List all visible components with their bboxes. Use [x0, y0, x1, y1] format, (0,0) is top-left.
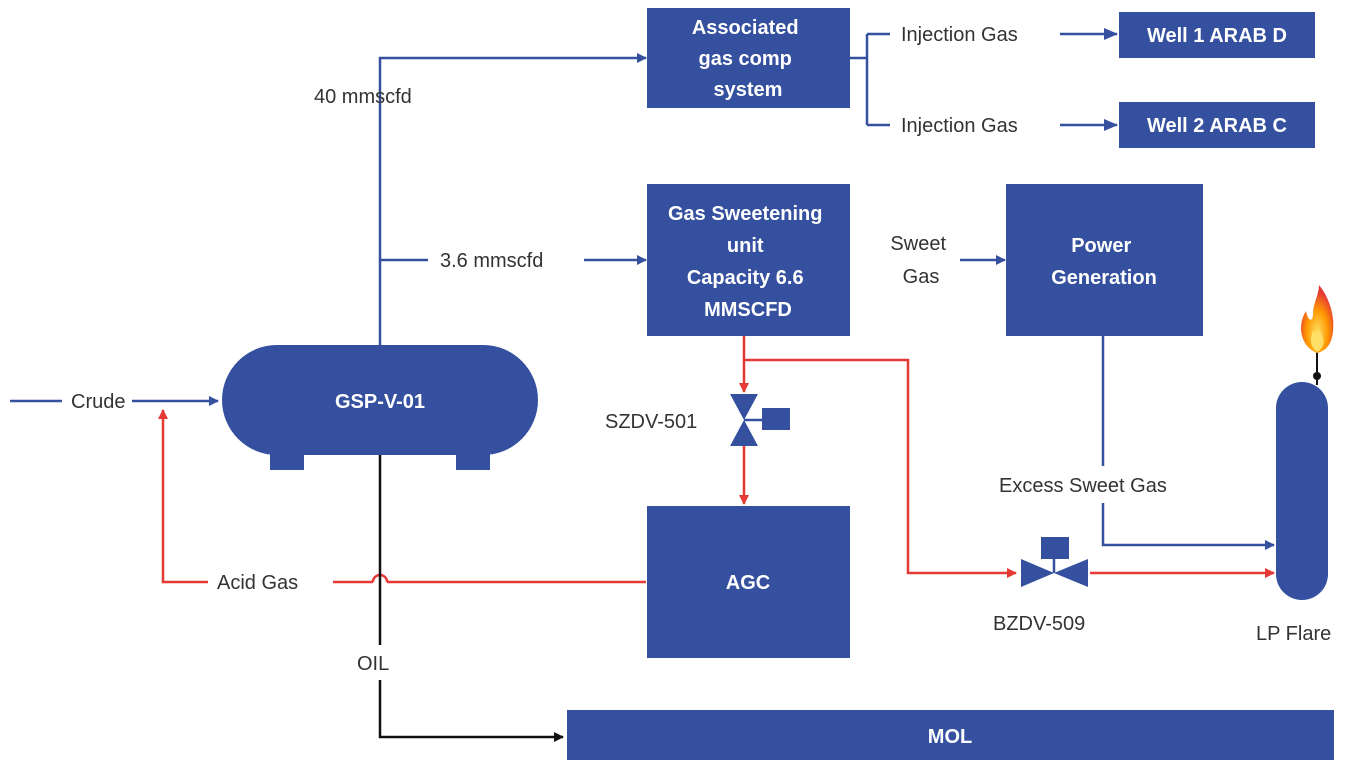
szdv-label: SZDV-501	[605, 411, 697, 433]
line-to-bzdv-arrow	[744, 358, 1017, 578]
well2-box	[1119, 102, 1315, 148]
power-generation-box	[1006, 184, 1203, 336]
flow-40-label: 40 mmscfd	[314, 86, 412, 108]
gas-sweetening-label: Gas Sweetening unit Capacity 6.6 MMSCFD	[668, 203, 828, 321]
injection-gas-1-label: Injection Gas	[901, 24, 1018, 46]
lp-flare-stack	[1276, 352, 1328, 600]
well1-label: Well 1 ARAB D	[1147, 25, 1287, 47]
gsp-vessel	[222, 345, 538, 470]
assoc-gas-comp-label: Associated gas comp system	[692, 17, 804, 101]
mol-box	[567, 710, 1334, 760]
bzdv-label: BZDV-509	[993, 613, 1085, 635]
flow-36-label: 3.6 mmscfd	[440, 250, 543, 272]
bzdv-valve-icon	[1021, 537, 1088, 587]
oil-label: OIL	[357, 653, 389, 675]
gas-sweetening-box	[647, 184, 850, 336]
well1-box	[1119, 12, 1315, 58]
oil-to-mol-arrow	[378, 680, 564, 742]
well2-label: Well 2 ARAB C	[1147, 115, 1287, 137]
lp-flare-label: LP Flare	[1256, 623, 1331, 645]
agc-label: AGC	[726, 572, 770, 594]
vessel-label: GSP-V-01	[335, 391, 425, 413]
flame-icon	[1301, 285, 1334, 353]
injection-gas-2-label: Injection Gas	[901, 115, 1018, 137]
mol-label: MOL	[928, 726, 972, 748]
szdv-valve-icon	[730, 394, 790, 446]
excess-to-flare-arrow	[1101, 503, 1275, 550]
line-to-assoc-gas	[378, 53, 647, 345]
crude-label: Crude	[71, 391, 125, 413]
agc-box	[647, 506, 850, 658]
assoc-gas-comp-box	[647, 8, 850, 108]
sweet-gas-label: Sweet Gas	[890, 233, 951, 288]
power-generation-label: Power Generation	[1051, 235, 1157, 289]
acid-gas-recycle-arrow	[158, 409, 208, 584]
acid-gas-label: Acid Gas	[217, 572, 298, 594]
excess-sweet-gas-label: Excess Sweet Gas	[999, 475, 1167, 497]
